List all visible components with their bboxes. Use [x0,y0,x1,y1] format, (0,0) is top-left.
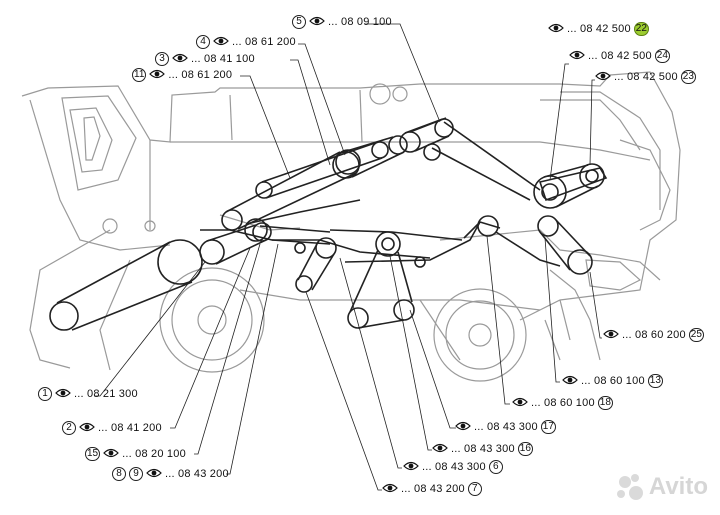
part-reference: ... 08 43 300 [451,443,515,455]
callout-15: 15 ... 08 20 100 [85,447,186,461]
belt-4 [332,135,408,179]
eye-icon [213,36,229,49]
eye-icon [455,421,471,434]
eye-icon [562,375,578,388]
eye-icon [146,468,162,481]
callout-number: 3 [155,52,169,66]
eye-icon [149,69,166,82]
part-reference: ... 08 60 200 [622,329,686,341]
eye-icon [309,16,325,29]
eye-icon [603,329,619,342]
callout-number: 7 [467,482,482,496]
callout-number: 17 [540,420,556,434]
part-reference: ... 08 41 200 [98,422,162,434]
combine-outline [21,71,681,382]
callout-number: 16 [517,442,533,456]
callout-number: 23 [680,70,696,84]
belt-1 [49,239,203,331]
eye-icon [172,53,188,66]
callout-number: 2 [62,421,76,435]
part-reference: ... 08 41 100 [191,53,255,65]
part-reference: ... 08 61 200 [168,69,233,81]
callout-number: 11 [132,68,147,82]
eye-icon [512,397,528,410]
belt-18-25 [344,215,561,267]
part-reference: ... 08 61 200 [232,36,296,48]
eye-icon [569,50,585,63]
eye-icon [403,461,419,474]
part-reference: ... 08 09 100 [328,16,392,28]
part-reference: ... 08 42 500 [614,71,678,83]
callout-11: 11 ... 08 61 200 [132,68,232,82]
callout-number: 1 [38,387,52,401]
callout-number: 24 [654,49,670,63]
leader-lines [94,23,602,491]
avito-logo-icon [616,474,643,500]
belt-main-top [409,117,541,201]
callout-number: 9 [129,467,143,481]
callout-5: 5 ... 08 09 100 [292,15,392,29]
eye-icon [432,443,448,456]
belt-15 [244,199,361,242]
part-reference: ... 08 43 300 [474,421,538,433]
callout-number: 13 [647,374,663,388]
callout-number: 6 [488,460,503,474]
callout-2: 2 ... 08 41 200 [62,421,162,435]
part-reference: ... 08 43 200 [401,483,465,495]
callout-4: 4 ... 08 61 200 [196,35,296,49]
eye-icon [79,422,95,435]
callout-number: 25 [688,328,704,342]
watermark-text: Avito [648,473,708,500]
part-reference: ... 08 20 100 [122,448,186,460]
callout-number: 4 [196,35,210,49]
callout-number: 15 [85,447,101,461]
eye-icon [55,388,71,401]
eye-icon [382,483,398,496]
belt-16-17 [347,231,415,329]
callout-number: 22 [633,22,649,36]
avito-watermark: Avito [616,473,708,501]
belt-drives [49,117,608,331]
callout-1: 1 ... 08 21 300 [38,387,138,401]
eye-icon [548,23,564,36]
eye-icon [595,71,611,84]
part-reference: ... 08 43 200 [165,468,229,480]
belt-13 [537,215,593,275]
part-reference: ... 08 21 300 [74,388,138,400]
belt-11 [255,141,389,199]
callout-3: 3 ... 08 41 100 [155,52,255,66]
callout-number: 5 [292,15,306,29]
belt-6-7 [295,237,337,293]
belt-22-23-24 [533,163,608,209]
eye-icon [103,448,119,461]
part-reference: ... 08 42 500 [567,23,631,35]
belt-8-9 [259,225,463,245]
belt-2 [199,222,272,265]
part-reference: ... 08 60 100 [531,397,595,409]
part-reference: ... 08 60 100 [581,375,645,387]
part-reference: ... 08 42 500 [588,50,652,62]
callout-number: 8 [112,467,126,481]
callout-number: 18 [597,396,613,410]
part-reference: ... 08 43 300 [422,461,486,473]
